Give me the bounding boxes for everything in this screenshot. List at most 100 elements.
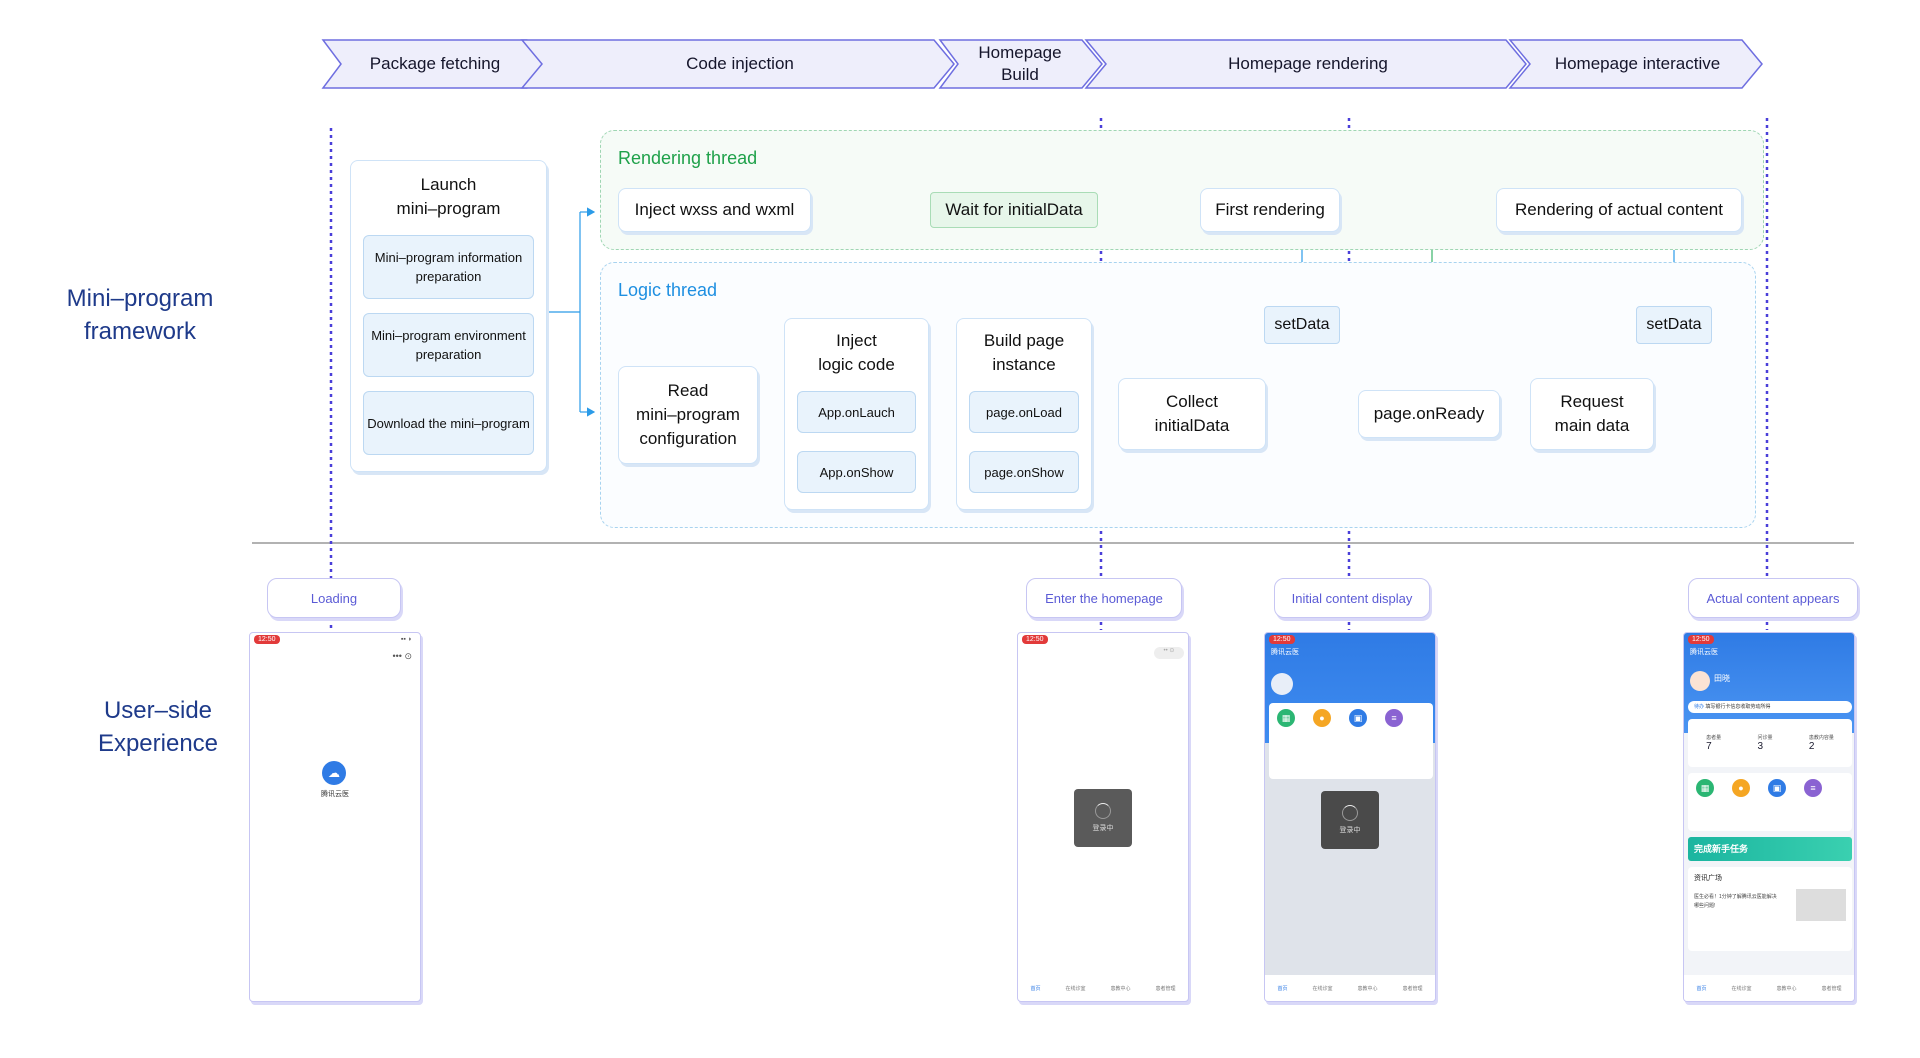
phone-time: 12:50 — [1269, 635, 1295, 644]
app-name: 腾讯云医 — [1271, 649, 1299, 656]
consult-icon[interactable]: ▣ — [1349, 709, 1367, 727]
phone-enter-homepage: 12:50 •• ⊙ 登录中 首页 在线诊室 患教中心 患者管理 — [1017, 632, 1189, 1002]
rendering-thread-title: Rendering thread — [618, 148, 758, 168]
phone-initial-content: 12:50 腾讯云医 ▦ ● ▣ ≡ 登录中 首页 在线诊室 患教中心 患者管理 — [1264, 632, 1436, 1002]
todo-bar[interactable]: 待办 填写银行卡信息收取劳动所得 — [1688, 701, 1852, 713]
avatar — [1271, 673, 1293, 695]
phone-time: 12:50 — [1688, 635, 1714, 644]
set-data-label-1: setData — [1264, 306, 1340, 344]
header-background — [1684, 633, 1854, 733]
tab-patients[interactable]: 患者管理 — [1155, 985, 1176, 992]
inject-logic-code-group: Inject logic code App.onLauch App.onShow — [784, 318, 929, 510]
section-title-framework: Mini–program framework — [66, 285, 214, 345]
stage-label-homepage-interactive: Homepage interactive — [1554, 54, 1721, 73]
spinner-icon — [1342, 805, 1358, 821]
news-text[interactable]: 医生必看！1分钟了解腾讯云医能解决哪些问题! — [1694, 894, 1777, 909]
create-edu-icon[interactable]: ≡ — [1385, 709, 1403, 727]
qrcode-icon[interactable]: ▦ — [1696, 779, 1714, 797]
stage-chevrons — [321, 39, 1763, 89]
app-onlaunch-item: App.onLauch — [797, 391, 916, 433]
logic-thread-title: Logic thread — [618, 280, 718, 300]
wait-initial-data-node: Wait for initialData — [930, 192, 1098, 228]
stat-label: 问诊量 — [1757, 735, 1773, 741]
loading-toast: 登录中 — [1321, 791, 1379, 849]
actual-content-rendering-node: Rendering of actual content — [1496, 188, 1742, 232]
read-config-node: Read mini–program configuration — [618, 366, 758, 464]
stage-chevron-code-injection — [520, 39, 955, 89]
phone-time: 12:50 — [1022, 635, 1048, 644]
phone-time: 12:50 — [254, 635, 280, 644]
stat-label: 患教内容量 — [1808, 735, 1834, 741]
tab-education[interactable]: 患教中心 — [1110, 985, 1131, 992]
qrcode-icon[interactable]: ▦ — [1277, 709, 1295, 727]
doctor-avatar — [1690, 671, 1710, 691]
tab-clinic[interactable]: 在线诊室 — [1065, 985, 1086, 992]
tab-clinic[interactable]: 在线诊室 — [1731, 985, 1752, 992]
stat-value: 2 — [1808, 741, 1815, 752]
phone-loading: 12:50 ▪▪ ◗ ••• ⊙ ☁ 腾讯云医 — [249, 632, 421, 1002]
stage-label-homepage-rendering: Homepage rendering — [1228, 54, 1388, 73]
tab-bar: 首页 在线诊室 患教中心 患者管理 — [1018, 975, 1188, 1001]
create-edu-icon[interactable]: ≡ — [1804, 779, 1822, 797]
stat-label: 患者量 — [1706, 735, 1722, 741]
first-rendering-node: First rendering — [1200, 188, 1340, 232]
tab-home[interactable]: 首页 — [1696, 985, 1707, 992]
page-onload-item: page.onLoad — [969, 391, 1079, 433]
set-data-label-2: setData — [1636, 306, 1712, 344]
stage-chevron-homepage-rendering — [1084, 39, 1527, 89]
new-patient-icon[interactable]: ● — [1732, 779, 1750, 797]
launch-mini-program-group: Launch mini–program Mini–program informa… — [350, 160, 547, 472]
page-onready-node: page.onReady — [1358, 390, 1500, 438]
tab-bar: 首页 在线诊室 患教中心 患者管理 — [1684, 975, 1854, 1001]
stage-chevron-homepage-interactive — [1508, 39, 1763, 89]
quick-actions-card: ▦ ● ▣ ≡ — [1269, 703, 1433, 779]
loading-toast: 登录中 — [1074, 789, 1132, 847]
news-title: 资讯广场 — [1694, 875, 1722, 882]
page-onshow-item: page.onShow — [969, 451, 1079, 493]
quick-actions-card: ▦ ● ▣ ≡ — [1688, 773, 1852, 831]
tab-bar: 首页 在线诊室 患教中心 患者管理 — [1265, 975, 1435, 1001]
todo-label: 待办 — [1694, 704, 1705, 710]
tab-patients[interactable]: 患者管理 — [1821, 985, 1842, 992]
app-name: 腾讯云医 — [1690, 649, 1718, 656]
milestone-loading: Loading — [267, 578, 401, 618]
new-patient-icon[interactable]: ● — [1313, 709, 1331, 727]
status-icons: ▪▪ ◗ — [400, 636, 412, 643]
stat-value: 3 — [1757, 741, 1764, 752]
app-onshow-item: App.onShow — [797, 451, 916, 493]
loading-text: 登录中 — [1092, 825, 1114, 832]
tab-home[interactable]: 首页 — [1030, 985, 1041, 992]
stat-value: 7 — [1706, 741, 1712, 752]
app-logo-icon: ☁ — [322, 761, 346, 785]
todo-text: 填写银行卡信息收取劳动所得 — [1705, 704, 1771, 710]
tab-education[interactable]: 患教中心 — [1776, 985, 1797, 992]
inject-wxss-wxml-node: Inject wxss and wxml — [618, 188, 811, 232]
stage-chevron-homepage-build — [938, 39, 1103, 89]
loading-text: 登录中 — [1339, 827, 1361, 834]
tab-education[interactable]: 患教中心 — [1357, 985, 1378, 992]
tab-clinic[interactable]: 在线诊室 — [1312, 985, 1333, 992]
inject-logic-title: Inject logic code — [818, 331, 895, 374]
collect-initial-data-node: Collect initialData — [1118, 378, 1266, 450]
newbie-task-banner[interactable]: 完成新手任务 — [1688, 837, 1852, 861]
capsule-icon: ••• ⊙ — [392, 651, 413, 661]
tab-patients[interactable]: 患者管理 — [1402, 985, 1423, 992]
news-thumbnail — [1796, 889, 1846, 921]
tab-home[interactable]: 首页 — [1277, 985, 1288, 992]
news-card: 资讯广场 医生必看！1分钟了解腾讯云医能解决哪些问题! — [1688, 867, 1852, 951]
milestone-initial-content: Initial content display — [1274, 578, 1430, 618]
spinner-icon — [1095, 803, 1111, 819]
launch-item-info-prep: Mini–program information preparation — [363, 235, 534, 299]
connector-launch — [547, 207, 596, 417]
doctor-name: 田晓 — [1714, 674, 1730, 683]
consult-icon[interactable]: ▣ — [1768, 779, 1786, 797]
milestone-actual-content: Actual content appears — [1688, 578, 1858, 618]
launch-group-title: Launch mini–program — [396, 175, 501, 218]
launch-item-env-prep: Mini–program environment preparation — [363, 313, 534, 377]
request-main-data-node: Request main data — [1530, 378, 1654, 450]
milestone-enter-homepage: Enter the homepage — [1026, 578, 1182, 618]
stage-label-homepage-build: Homepage Build — [978, 43, 1062, 84]
